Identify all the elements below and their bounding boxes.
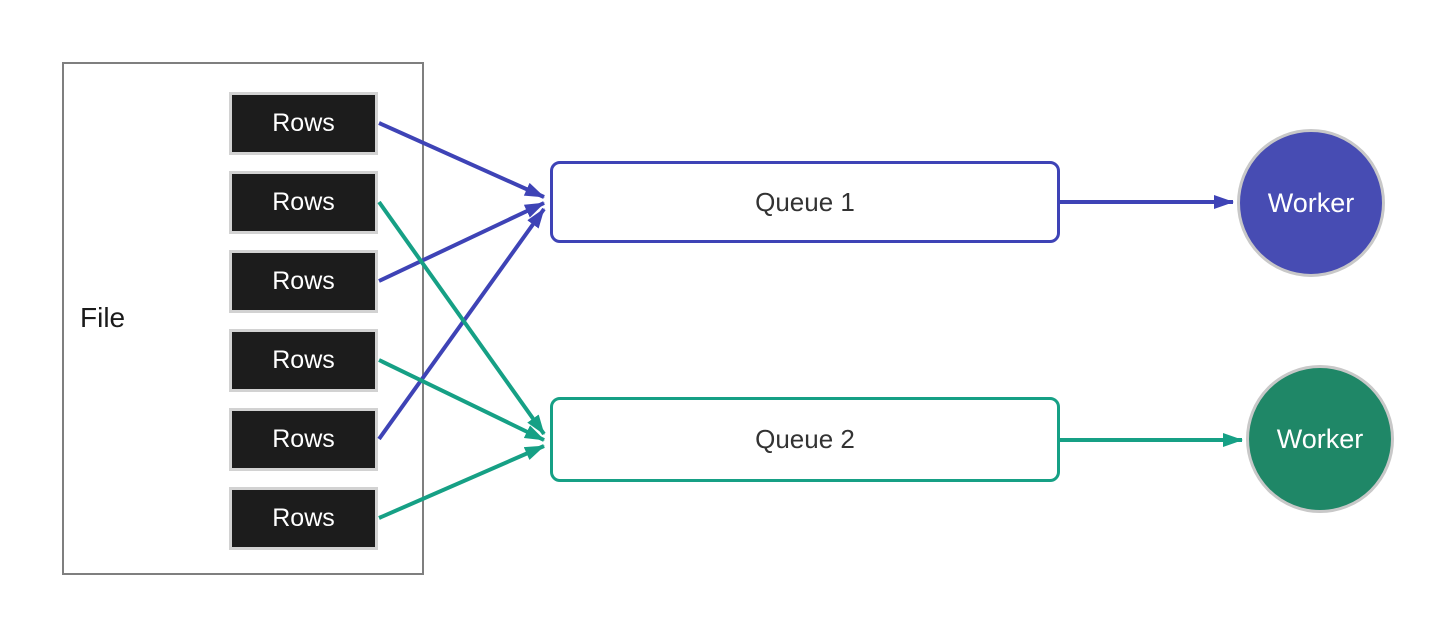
rows-block-1: Rows xyxy=(229,92,378,155)
queue-2-label: Queue 2 xyxy=(755,424,855,454)
rows-block-2-label: Rows xyxy=(272,188,335,216)
worker-1-circle: Worker xyxy=(1237,129,1385,277)
file-label: File xyxy=(80,302,126,333)
rows-block-3-label: Rows xyxy=(272,267,335,295)
rows-block-4: Rows xyxy=(229,329,378,392)
rows-block-6-label: Rows xyxy=(272,504,335,532)
rows-block-5: Rows xyxy=(229,408,378,471)
rows-block-1-label: Rows xyxy=(272,109,335,137)
rows-block-3: Rows xyxy=(229,250,378,313)
worker-2-label: Worker xyxy=(1276,423,1364,454)
queue-2-box: Queue 2 xyxy=(550,397,1060,482)
queue-1-box: Queue 1 xyxy=(550,161,1060,243)
worker-2-circle: Worker xyxy=(1246,365,1394,513)
queue-1-label: Queue 1 xyxy=(755,186,855,217)
rows-block-5-label: Rows xyxy=(272,425,335,453)
worker-1-label: Worker xyxy=(1267,187,1355,218)
rows-block-4-label: Rows xyxy=(272,346,335,374)
rows-block-2: Rows xyxy=(229,171,378,234)
rows-block-6: Rows xyxy=(229,487,378,550)
